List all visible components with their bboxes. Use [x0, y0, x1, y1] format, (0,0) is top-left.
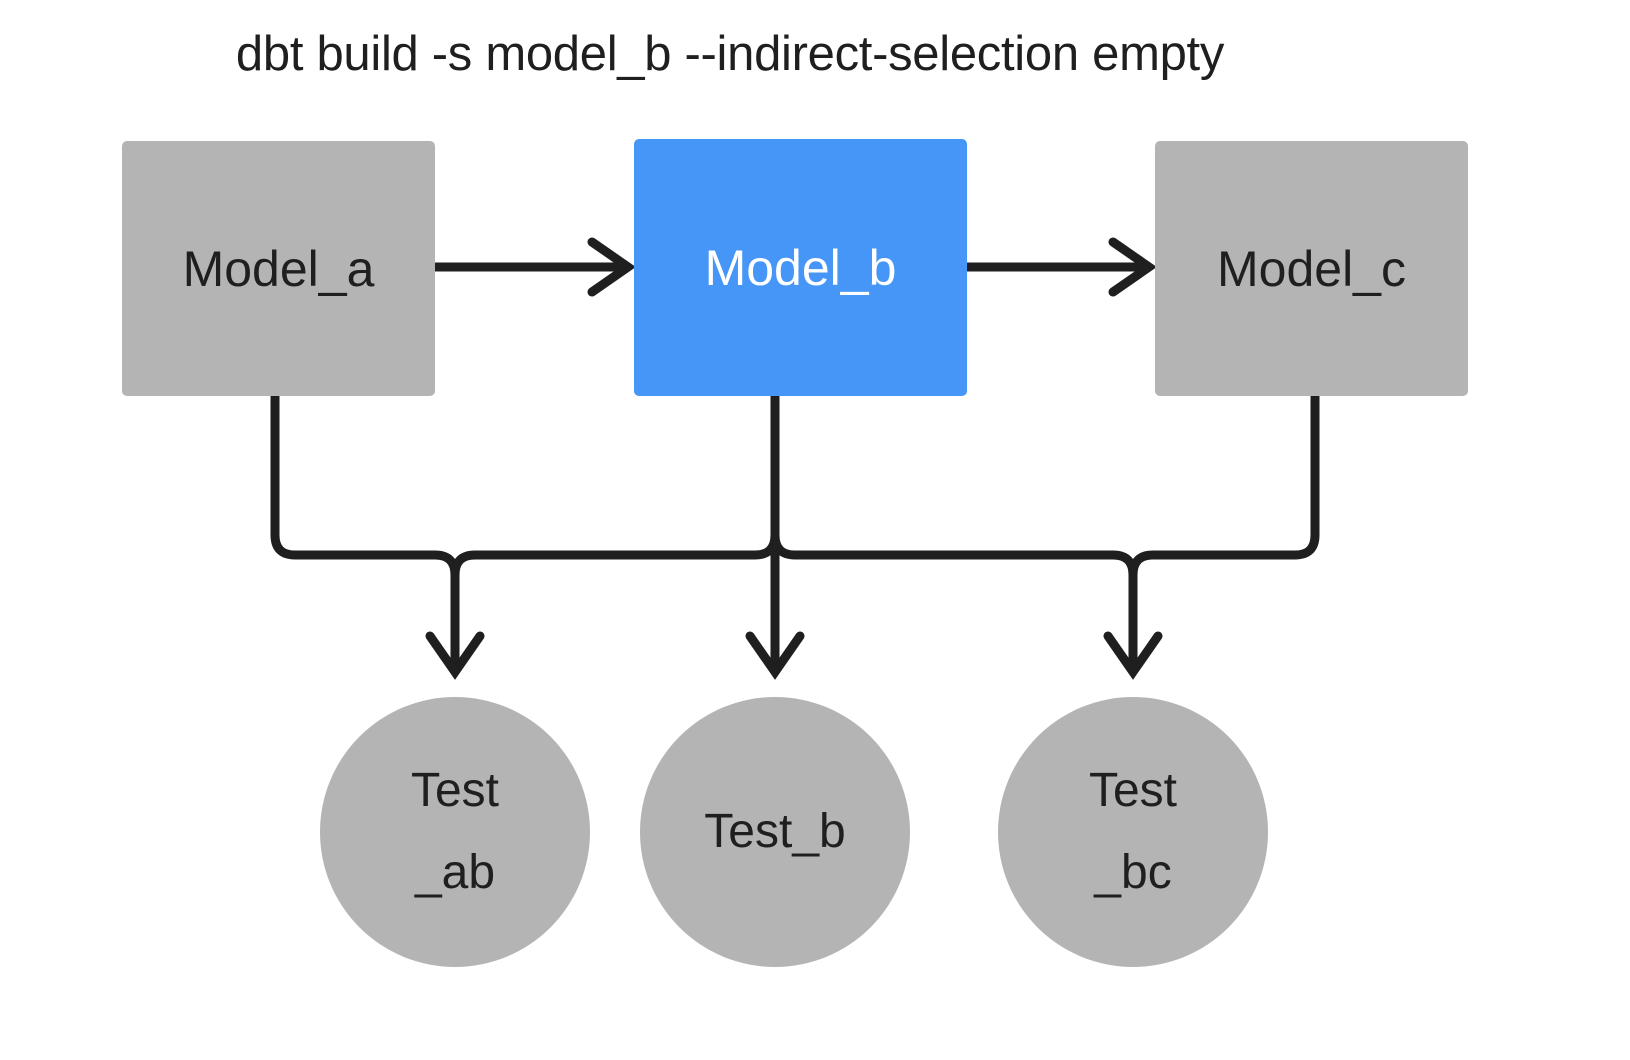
node-model-a-label: Model_a	[182, 240, 375, 297]
edge-model-a-to-test-ab	[270, 396, 460, 668]
edge-model-b-to-model-c	[967, 237, 1157, 297]
edge-model-b-to-test-ab	[425, 396, 780, 680]
node-test-bc-label-line1: Test	[1088, 764, 1178, 817]
node-model-b-label: Model_b	[704, 239, 897, 296]
diagram-title: dbt build -s model_b --indirect-selectio…	[235, 27, 1225, 81]
edge-model-c-to-test-bc	[1103, 396, 1320, 680]
node-test-ab-label-line1: Test	[410, 764, 500, 817]
node-test-ab[interactable]: Test _ab	[320, 697, 590, 967]
node-test-bc[interactable]: Test _bc	[998, 697, 1268, 967]
node-model-a[interactable]: Model_a	[122, 141, 435, 396]
node-test-b[interactable]: Test_b	[640, 697, 910, 967]
node-model-c[interactable]: Model_c	[1155, 141, 1468, 396]
node-test-ab-label-line2: _ab	[414, 846, 496, 899]
node-model-b[interactable]: Model_b	[634, 139, 967, 396]
node-model-c-label: Model_c	[1217, 240, 1406, 297]
node-test-bc-label-line2: _bc	[1094, 846, 1172, 899]
edge-model-b-to-test-bc	[770, 396, 1138, 668]
edge-model-a-to-model-b	[435, 237, 636, 297]
node-test-b-label-line1: Test_b	[704, 805, 846, 858]
